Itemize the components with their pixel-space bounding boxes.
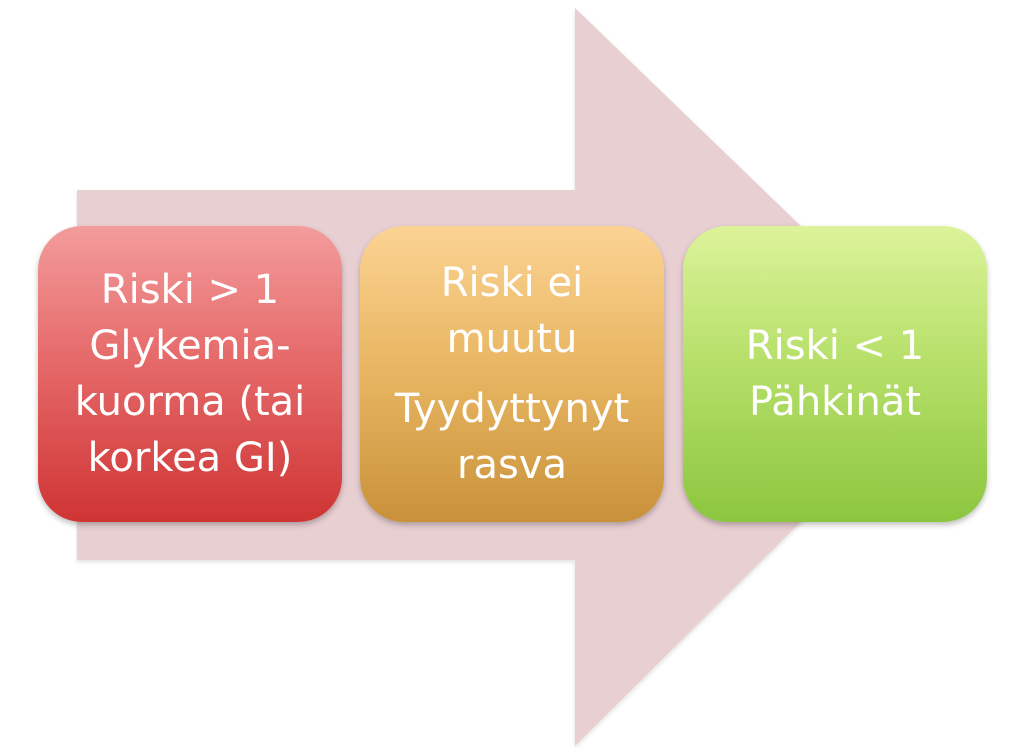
risk-unchanged-box: Riski ei muutu Tyydyttynyt rasva — [360, 226, 664, 522]
risk-increase-item-line: Glykemia- — [89, 323, 291, 369]
risk-decrease-box: Riski < 1 Pähkinät — [683, 226, 987, 522]
risk-unchanged-item-line: Tyydyttynyt — [394, 386, 630, 432]
risk-decrease-heading: Riski < 1 — [745, 323, 925, 369]
risk-unchanged-item-line: rasva — [457, 442, 567, 488]
risk-decrease-item-line: Pähkinät — [748, 379, 921, 425]
risk-unchanged-heading: muutu — [446, 316, 578, 362]
risk-increase-item-line: korkea GI) — [87, 435, 293, 481]
risk-increase-box: Riski > 1 Glykemia- kuorma (tai korkea G… — [38, 226, 342, 522]
risk-increase-heading: Riski > 1 — [100, 267, 280, 313]
risk-unchanged-heading: Riski ei — [440, 260, 584, 306]
risk-increase-item-line: kuorma (tai — [74, 379, 306, 425]
